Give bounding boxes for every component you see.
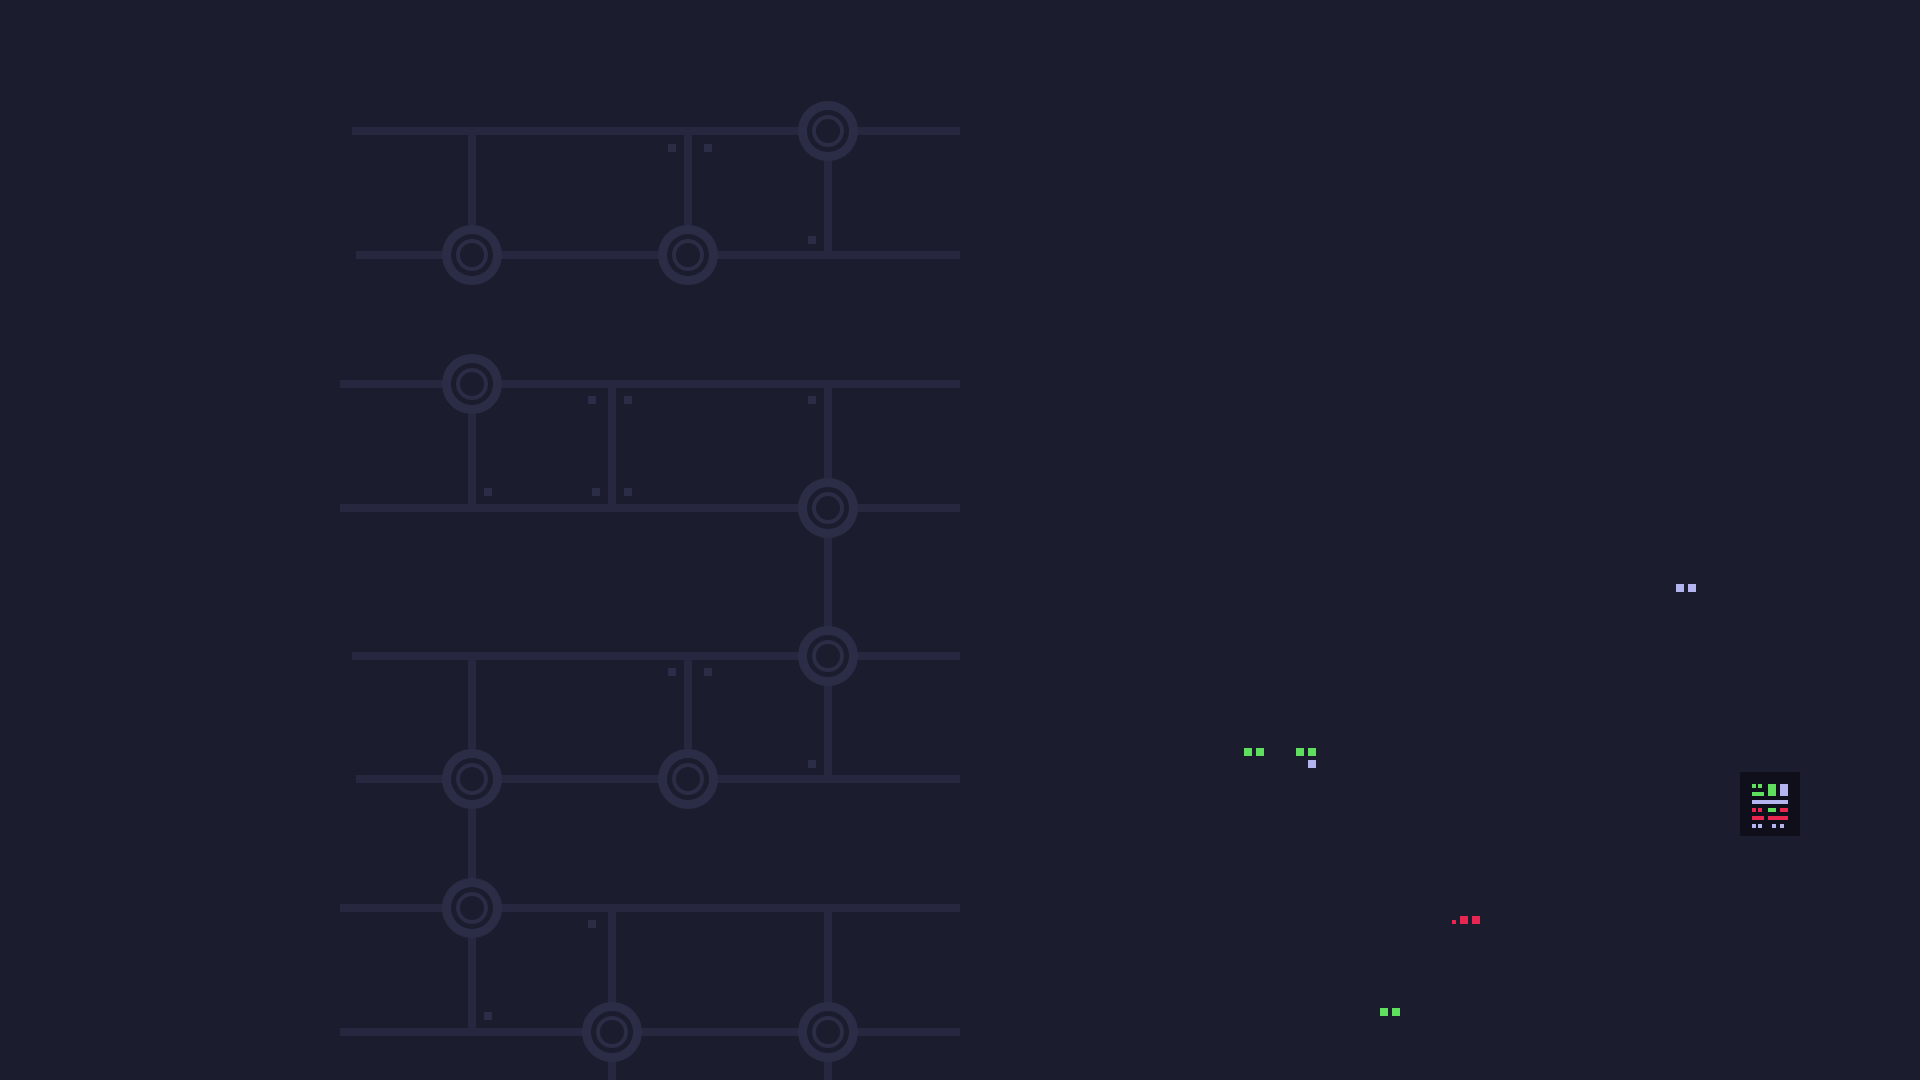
via-dot xyxy=(484,488,492,496)
ring-node xyxy=(658,749,718,809)
ring-node xyxy=(582,1002,642,1062)
via-dot xyxy=(808,760,816,768)
neutral-unit[interactable] xyxy=(1676,584,1696,592)
ring-node xyxy=(442,878,502,938)
ring-node xyxy=(798,101,858,161)
via-dot xyxy=(704,668,712,676)
ally-squad[interactable] xyxy=(1296,748,1316,768)
ring-node xyxy=(442,749,502,809)
via-dot xyxy=(624,488,632,496)
via-dot xyxy=(808,396,816,404)
via-dot xyxy=(704,144,712,152)
enemy-squad[interactable] xyxy=(1452,916,1480,924)
ring-node xyxy=(798,626,858,686)
ring-node xyxy=(442,225,502,285)
via-dot xyxy=(668,668,676,676)
via-dot xyxy=(484,1012,492,1020)
via-dot xyxy=(588,396,596,404)
via-dot xyxy=(624,396,632,404)
via-dot xyxy=(808,236,816,244)
ring-node xyxy=(442,354,502,414)
via-dot xyxy=(668,144,676,152)
ring-node xyxy=(798,478,858,538)
via-dot xyxy=(588,920,596,928)
ring-node xyxy=(658,225,718,285)
minimap[interactable] xyxy=(1740,772,1800,836)
minimap-icon xyxy=(1740,772,1800,836)
ring-node xyxy=(798,1002,858,1062)
ally-squad[interactable] xyxy=(1244,748,1264,756)
via-dot xyxy=(592,488,600,496)
ally-squad[interactable] xyxy=(1380,1008,1400,1016)
